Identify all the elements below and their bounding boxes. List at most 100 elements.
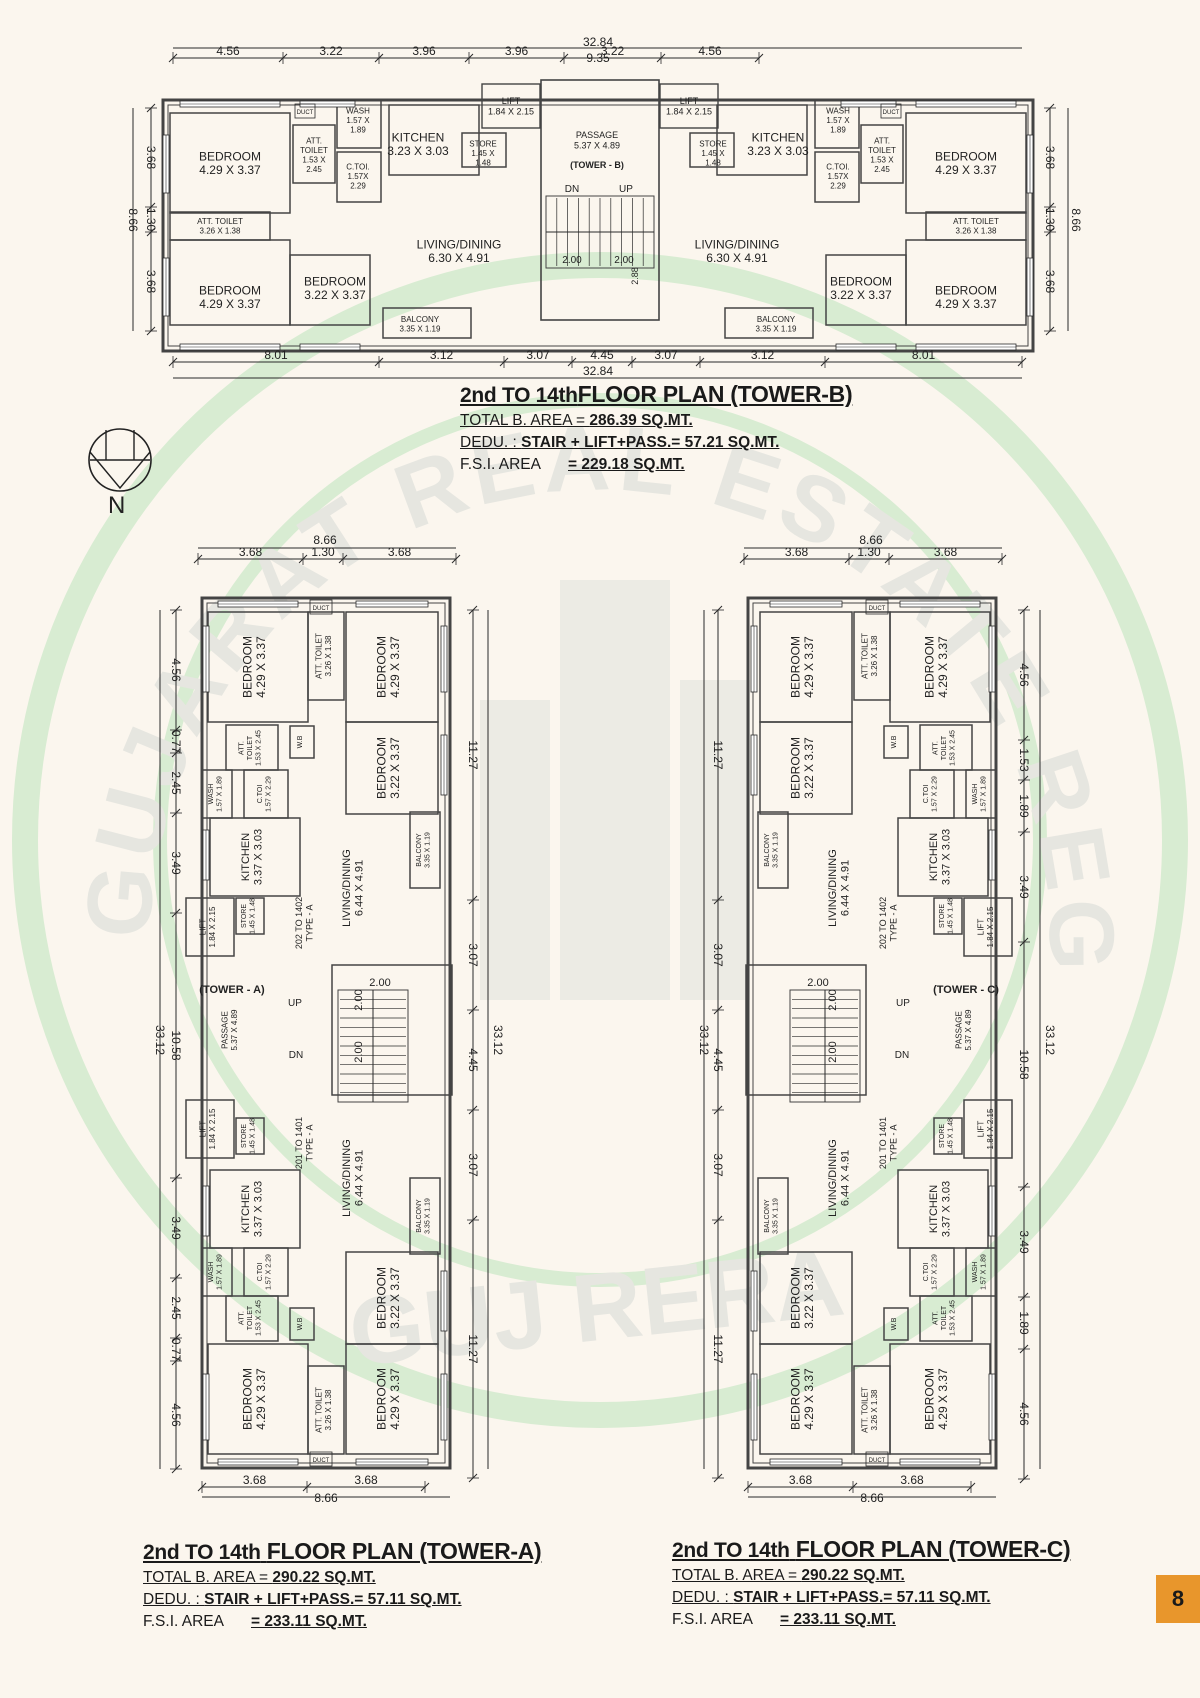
plan-label: 3.22 X 3.37 — [388, 1267, 402, 1329]
dimension-total: 33.12 — [491, 1025, 505, 1055]
duct — [309, 1451, 333, 1467]
lift-shaft-right — [659, 83, 719, 129]
tower-b-deduction: DEDU. : STAIR + LIFT+PASS.= 57.21 SQ.MT. — [460, 434, 852, 452]
plan-label: C.TOI — [257, 785, 264, 804]
lift-shaft-lower — [963, 1099, 1013, 1159]
tower-b-total-area: TOTAL B. AREA = 286.39 SQ.MT. — [460, 412, 852, 430]
tower-a-title-main: FLOOR PLAN (TOWER-A) — [266, 1538, 542, 1564]
plan-label: DN — [895, 1050, 909, 1061]
plan-label: 1.57 X 1.89 — [216, 1254, 223, 1290]
tower-c-fsi-label: F.S.I. AREA — [672, 1611, 753, 1628]
tower-b-fsi-value: = 229.18 SQ.MT. — [568, 456, 685, 473]
tower-a-fsi-value: = 233.11 SQ.MT. — [251, 1613, 367, 1630]
kitchen-wall — [897, 817, 989, 897]
plan-label: 3.37 X 3.03 — [252, 1181, 264, 1237]
dimension-total: 8.66 — [314, 1491, 338, 1505]
dimension-label: 2.45 — [169, 1296, 183, 1320]
tower-c-fsi-value: = 233.11 SQ.MT. — [780, 1611, 896, 1628]
plan-label: BEDROOM — [240, 636, 254, 698]
plan-label: 2.00 — [614, 255, 634, 266]
dimension-label: 3.07 — [711, 1153, 725, 1177]
store-upper — [235, 897, 265, 935]
dimension-label: 3.68 — [1043, 270, 1057, 294]
plan-label: 1.45 X 1.48 — [249, 898, 256, 934]
dimension-label: 0.77 — [169, 730, 183, 754]
plan-label: 1.57 X — [826, 116, 850, 125]
plan-label: TOILET — [868, 146, 896, 155]
outer-wall — [200, 596, 452, 1470]
tower-a-total-area: TOTAL B. AREA = 290.22 SQ.MT. — [143, 1569, 541, 1587]
tower-b-dedu-value: STAIR + LIFT+PASS.= 57.21 SQ.MT. — [521, 434, 780, 451]
dimension-label: 3.68 — [144, 146, 158, 170]
dimension-label: 1.89 — [1017, 794, 1031, 818]
kitchen-wall — [209, 1169, 301, 1249]
dimension-label: 3.68 — [789, 1473, 813, 1487]
bedroom-wall — [345, 721, 439, 815]
plan-label: BALCONY — [764, 1199, 771, 1233]
plan-label: BEDROOM — [788, 1267, 802, 1329]
att-toilet-wall — [925, 211, 1027, 241]
plan-label: C.TOI — [923, 1263, 930, 1282]
dimension-label: 4.45 — [590, 348, 614, 362]
dimension-label: 4.56 — [698, 44, 722, 58]
att-toilet-wall — [169, 211, 271, 241]
unit-number: TYPE - A — [304, 1124, 314, 1161]
dimension-label: 3.68 — [243, 1473, 267, 1487]
plan-label: LIVING/DINING — [827, 1139, 839, 1217]
unit-number: 201 TO 1401 — [294, 1117, 304, 1169]
wash-basin — [289, 725, 315, 759]
dimension-label: 4.56 — [169, 1403, 183, 1427]
tower-label: (TOWER - B) — [570, 160, 624, 170]
tower-c-total-value: 290.22 SQ.MT. — [801, 1567, 905, 1584]
plan-label: BALCONY — [416, 1199, 423, 1233]
dimension-label: 3.49 — [1017, 875, 1031, 899]
plan-label: 1.57 X 2.29 — [931, 776, 938, 812]
plan-label: 2.45 — [306, 165, 322, 174]
plan-label: TOILET — [941, 1305, 948, 1330]
plan-label: BEDROOM — [830, 274, 892, 288]
kitchen-wall — [716, 104, 808, 176]
tower-c-deduction: DEDU. : STAIR + LIFT+PASS.= 57.11 SQ.MT. — [672, 1589, 1070, 1607]
plan-label: BEDROOM — [788, 1368, 802, 1430]
plan-label: KITCHEN — [240, 1185, 252, 1233]
dimension-label: 3.07 — [466, 1153, 480, 1177]
dimension-label: 3.68 — [144, 270, 158, 294]
dimension-label: 3.22 — [319, 44, 343, 58]
plan-label: 3.37 X 3.03 — [940, 1181, 952, 1237]
tower-c-title-prefix: 2nd TO 14th — [672, 1539, 790, 1562]
store-lower — [933, 1117, 963, 1155]
balcony-wall — [382, 307, 472, 339]
plan-label: ATT. TOILET — [314, 1387, 323, 1433]
dimension-label: 3.12 — [751, 348, 775, 362]
inner-wall — [167, 104, 1029, 347]
duct-label: DUCT — [869, 1458, 886, 1464]
plan-label: BALCONY — [757, 315, 796, 324]
dimension-label: 8.01 — [264, 348, 288, 362]
outer-wall — [161, 98, 1035, 353]
plan-label: 1.57 X 2.29 — [931, 1254, 938, 1290]
tower-a-fsi-area: F.S.I. AREA= 233.11 SQ.MT. — [143, 1613, 541, 1631]
att-toilet-wall — [307, 1365, 345, 1455]
plan-label: 1.57X — [348, 172, 370, 181]
plan-label: 2.00 — [807, 977, 828, 989]
plan-label: 1.53 X 2.45 — [950, 730, 957, 766]
plan-label: 1.45 X 1.48 — [947, 1118, 954, 1154]
plan-label: 2.29 — [350, 181, 366, 190]
plan-label: BEDROOM — [199, 149, 261, 163]
plan-label: 1.57 X 2.29 — [265, 1254, 272, 1290]
dimension-label: 1.53 — [1017, 748, 1031, 772]
plan-label: 3.35 X 1.19 — [424, 832, 431, 868]
lift-shaft-lower — [185, 1099, 235, 1159]
inner-wall — [752, 602, 992, 1464]
plan-label: WASH — [208, 1262, 215, 1283]
tower-a-total-label: TOTAL B. AREA = — [143, 1569, 273, 1586]
plan-label: ATT. TOILET — [197, 217, 243, 226]
north-arrow: N — [86, 426, 156, 526]
page-number-badge: 8 — [1156, 1575, 1200, 1623]
dimension-label: 3.68 — [934, 545, 958, 559]
dimension-label: 3.68 — [785, 545, 809, 559]
kitchen-wall — [209, 817, 301, 897]
store-wall — [461, 132, 507, 168]
dimension-label: 10.58 — [169, 1030, 183, 1060]
unit-number: TYPE - A — [888, 904, 898, 941]
